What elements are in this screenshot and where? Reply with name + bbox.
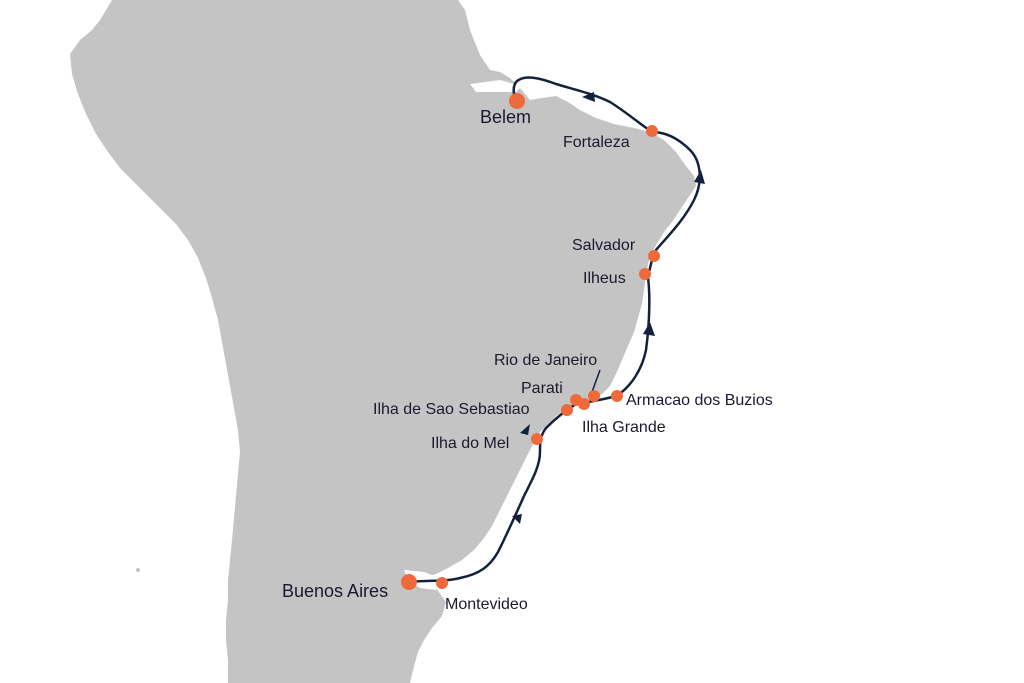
port-label-ilheus: Ilheus xyxy=(583,270,626,287)
port-marker-salvador[interactable] xyxy=(648,250,660,262)
route-direction-arrow xyxy=(694,170,705,184)
port-marker-ilheus[interactable] xyxy=(639,268,651,280)
port-marker-parati[interactable] xyxy=(570,394,582,406)
route-direction-arrow xyxy=(582,92,595,102)
port-marker-armacao-dos-buzios[interactable] xyxy=(611,390,623,402)
port-marker-ilha-de-sao-sebastiao[interactable] xyxy=(561,404,573,416)
port-label-ilha-de-sao-sebastiao: Ilha de Sao Sebastiao xyxy=(373,401,530,418)
port-label-buenos-aires: Buenos Aires xyxy=(282,581,388,601)
route-direction-arrow xyxy=(520,424,530,435)
south-america-landmass xyxy=(70,0,696,683)
route-direction-arrow xyxy=(512,514,522,524)
port-marker-rio-de-janeiro[interactable] xyxy=(588,390,600,402)
port-marker-buenos-aires[interactable] xyxy=(401,574,417,590)
port-label-ilha-do-mel: Ilha do Mel xyxy=(431,435,509,452)
port-marker-fortaleza[interactable] xyxy=(646,125,658,137)
port-label-belem: Belem xyxy=(480,107,531,127)
port-marker-montevideo[interactable] xyxy=(436,577,448,589)
route-direction-arrow xyxy=(643,322,655,336)
islet xyxy=(376,654,380,658)
port-label-montevideo: Montevideo xyxy=(445,596,528,613)
port-label-armacao-dos-buzios: Armacao dos Buzios xyxy=(626,392,773,409)
port-marker-ilha-do-mel[interactable] xyxy=(531,433,543,445)
islet xyxy=(136,568,140,572)
cruise-route-line xyxy=(408,76,702,584)
rio-leader-line xyxy=(591,369,601,393)
port-label-rio-de-janeiro: Rio de Janeiro xyxy=(494,352,597,369)
port-marker-belem[interactable] xyxy=(509,93,525,109)
amazon-delta xyxy=(470,80,522,92)
port-label-fortaleza: Fortaleza xyxy=(563,134,630,151)
port-label-ilha-grande: Ilha Grande xyxy=(582,419,666,436)
port-label-salvador: Salvador xyxy=(572,237,636,254)
port-label-parati: Parati xyxy=(521,380,563,397)
